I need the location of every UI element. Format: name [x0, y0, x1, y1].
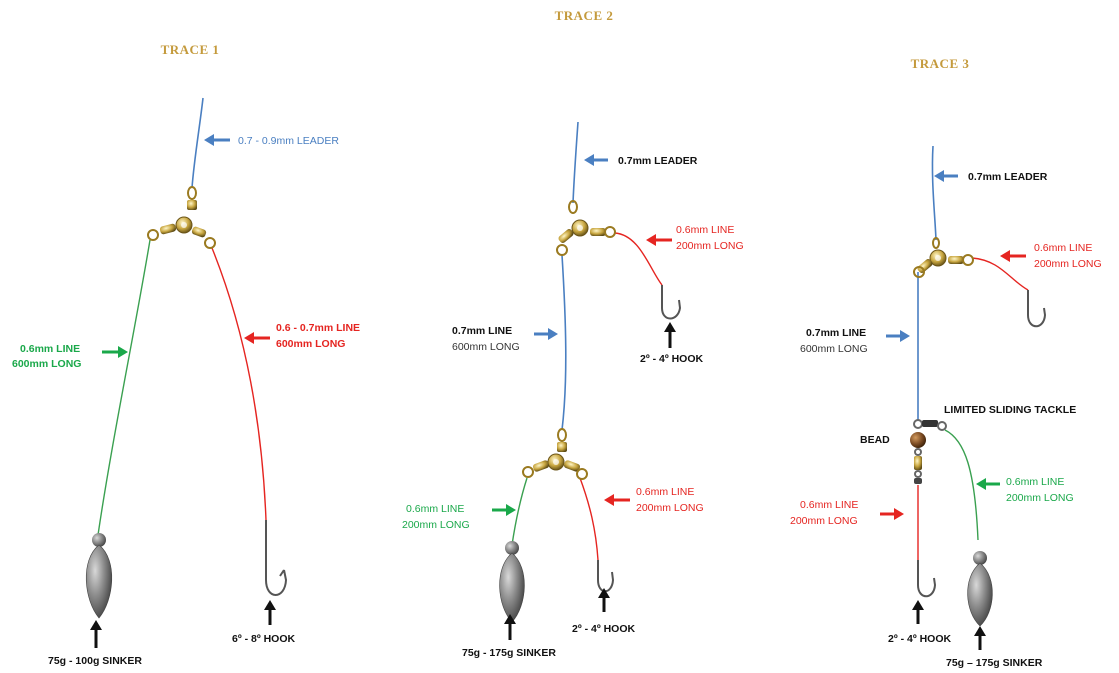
trace3-green-label-1: 0.6mm LINE [1006, 476, 1064, 488]
trace3-arrows [880, 170, 1026, 650]
trace1-red-line [211, 247, 267, 521]
trace1-green-line [97, 239, 151, 536]
trace2-rig [499, 121, 682, 623]
trace2-red-bottom-label-1: 0.6mm LINE [636, 486, 694, 498]
trace2-green-label-2: 200mm LONG [402, 519, 470, 531]
trace1-hook-label: 6º - 8º HOOK [232, 633, 296, 645]
trace2-arrows [492, 154, 676, 640]
trace2-red-bottom-line [579, 477, 599, 561]
trace2-red-top-label-1: 0.6mm LINE [676, 224, 734, 236]
trace1-sinker-label: 75g - 100g SINKER [48, 655, 142, 667]
trace1-leader-label: 0.7 - 0.9mm LEADER [238, 135, 339, 147]
trace3-blue-label-1: 0.7mm LINE [806, 327, 866, 339]
trace2-red-bottom-label-2: 200mm LONG [636, 502, 704, 514]
trace1-leader-line [191, 97, 204, 189]
trace2-hook-top [661, 285, 682, 320]
trace2-green-label-1: 0.6mm LINE [406, 503, 464, 515]
trace1-sinker [85, 533, 113, 619]
trace1-red-label-2: 600mm LONG [276, 338, 345, 350]
trace3-red-bottom-label-2: 200mm LONG [790, 515, 858, 527]
trace2-leader-line [572, 121, 579, 204]
trace3-sinker [967, 551, 993, 627]
trace3-red-bottom-label-1: 0.6mm LINE [800, 499, 858, 511]
trace2-hook-top-label: 2º - 4º HOOK [640, 353, 704, 365]
trace3-leader-line [931, 145, 937, 241]
trace2-title: TRACE 2 [555, 8, 614, 23]
trace3-title: TRACE 3 [911, 56, 970, 71]
trace3-hook-bottom [917, 560, 937, 598]
trace3-hook-label: 2º - 4º HOOK [888, 633, 952, 645]
trace3-red-top-label-2: 200mm LONG [1034, 258, 1102, 270]
trace3-bead-label: BEAD [860, 434, 890, 446]
trace3-green-line [944, 429, 979, 541]
trace2-hook-bottom-label: 2º - 4º HOOK [572, 623, 636, 635]
trace2-sinker [499, 541, 525, 623]
trace2-green-line [511, 477, 528, 546]
trace1-green-label-1: 0.6mm LINE [20, 343, 80, 355]
trace2-blue-label-2: 600mm LONG [452, 341, 520, 353]
trace2-blue-line [561, 254, 567, 431]
trace2-red-top-line [614, 232, 663, 286]
trace1-hook [265, 520, 288, 596]
trace1-red-label-1: 0.6 - 0.7mm LINE [276, 322, 360, 334]
trace1-swivel-eye-top [187, 186, 197, 200]
trace2-red-top-label-2: 200mm LONG [676, 240, 744, 252]
trace2-hook-bottom [597, 560, 615, 593]
trace3-red-top-label-1: 0.6mm LINE [1034, 242, 1092, 254]
trace3-bead [910, 432, 926, 448]
trace3-hook-top [1027, 290, 1047, 328]
trace2-sinker-label: 75g - 175g SINKER [462, 647, 556, 659]
trace1-arrows [90, 134, 276, 648]
trace3-green-label-2: 200mm LONG [1006, 492, 1074, 504]
trace2-blue-label-1: 0.7mm LINE [452, 325, 512, 337]
trace3-blue-label-2: 600mm LONG [800, 343, 868, 355]
trace3-rig [910, 145, 1047, 627]
trace3-sinker-label: 75g – 175g SINKER [946, 657, 1043, 669]
trace1-green-label-2: 600mm LONG [12, 358, 81, 370]
trace2-leader-label: 0.7mm LEADER [618, 155, 698, 167]
trace3-leader-label: 0.7mm LEADER [968, 171, 1048, 183]
trace3-red-top-line [971, 257, 1029, 291]
trace1-title: TRACE 1 [161, 42, 220, 57]
trace1-rig [85, 97, 288, 619]
trace3-sliding-label: LIMITED SLIDING TACKLE [944, 404, 1076, 416]
